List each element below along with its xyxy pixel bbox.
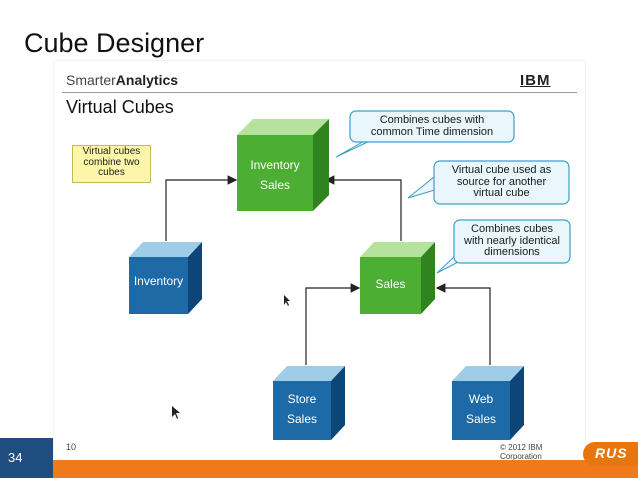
ibm-logo: IBM xyxy=(520,72,551,89)
callout-identical-text: Combines cubes with nearly identical dim… xyxy=(464,223,560,258)
cube-sales-label: Sales xyxy=(375,277,406,291)
brand-logo: RUS xyxy=(583,442,638,466)
callout-source-text: Virtual cube used as source for another … xyxy=(451,164,552,199)
cube-diagram xyxy=(129,110,571,440)
cube-inventory-label: Inventory xyxy=(133,274,184,288)
arrow-inventory-to-virtual xyxy=(165,175,238,241)
bottom-accent-band xyxy=(0,460,638,478)
arrow-web-to-sales xyxy=(435,283,491,365)
slide-number: 34 xyxy=(8,450,23,465)
cube-web-sales xyxy=(452,366,524,440)
embedded-slide: SmarterAnalytics IBM Virtual Cubes xyxy=(54,61,585,460)
slide-number-block xyxy=(0,438,53,478)
slide-title: Cube Designer xyxy=(24,28,205,58)
cube-store-sales xyxy=(273,366,345,440)
cube-sales-virtual xyxy=(360,242,435,314)
callout-time-dimension xyxy=(335,110,515,158)
virtual-cubes-note: Virtual cubes combine two cubes xyxy=(72,145,151,183)
cube-inventory xyxy=(129,242,202,314)
callout-time-text: Combines cubes with common Time dimensio… xyxy=(370,114,494,138)
cursor-icon xyxy=(172,406,180,419)
header-divider xyxy=(62,92,577,93)
cube-store-sales-label: Store Sales xyxy=(286,392,318,426)
callout-virtual-source xyxy=(407,160,570,205)
cursor-icon xyxy=(284,295,290,306)
callout-identical-dimensions xyxy=(436,219,571,274)
cube-inventory-sales xyxy=(237,119,329,211)
inner-slide-title: Virtual Cubes xyxy=(66,97,174,117)
copyright-text: © 2012 IBM Corporation xyxy=(500,443,543,460)
smarter-analytics-logo: SmarterAnalytics xyxy=(66,72,179,88)
arrow-sales-to-virtual xyxy=(324,175,402,241)
arrow-store-to-sales xyxy=(305,283,361,365)
cube-web-sales-label: Web Sales xyxy=(465,392,497,426)
cube-inventory-sales-label: Inventory Sales xyxy=(250,158,300,192)
inner-page-number: 10 xyxy=(66,442,77,452)
